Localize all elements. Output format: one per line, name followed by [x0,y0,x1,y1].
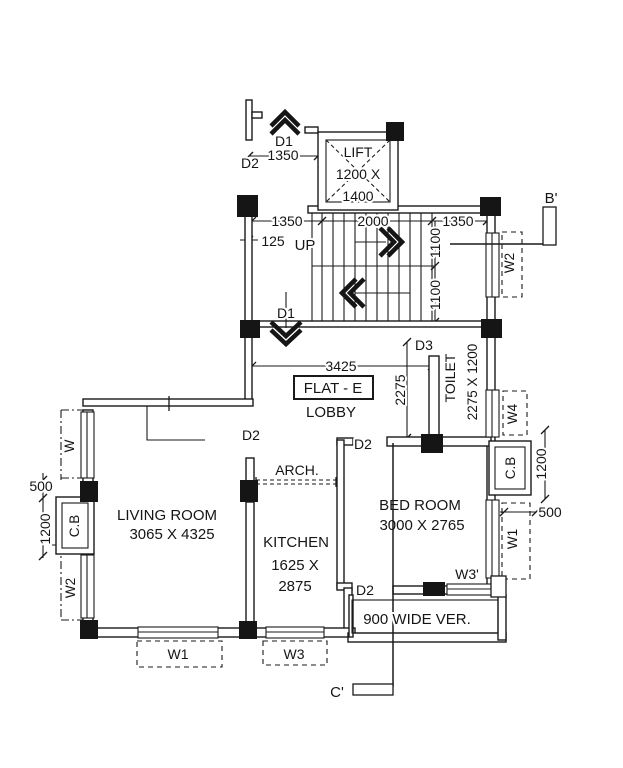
door-d2-living-label: D2 [242,427,260,443]
window-w3-veranda-label: W3' [455,566,479,582]
kitchen-left-wall [245,501,255,624]
window-w4-label: W4 [505,403,520,424]
dim-stair-left-1350: 1350 [271,213,302,229]
columns [80,122,507,639]
window-w2-right-label: W2 [502,253,517,273]
door-d2-bedroom-label: D2 [354,436,372,452]
entry-jamb-wall [245,99,253,141]
dim-1100-upper: 1100 [427,228,443,258]
lift-size-1: 1200 X [336,166,381,182]
living-room-size: 3065 X 4325 [129,526,214,543]
kitchen-name: KITCHEN [263,534,329,551]
arch-label: ARCH. [275,462,319,478]
veranda-label: 900 WIDE VER. [363,611,471,628]
section-c-flag [352,683,394,696]
dim-125: 125 [261,233,285,249]
dim-left-1200: 1200 [37,513,53,544]
section-b-flag [542,206,557,246]
flat-title-box [293,375,374,400]
labels: D1 1350 D2 LIFT 1200 X 1400 1350 2000 13… [27,131,564,703]
door-d2-top-label: D2 [241,155,259,171]
window-w3-bottom-label: W3 [284,646,305,662]
lift-shaft [317,131,399,211]
staircase [311,213,435,321]
door-d1-stair-label: D1 [277,305,295,321]
entry-direction-arrows [269,108,303,348]
left-lobby-wall-lower [244,335,253,404]
dim-left-500: 500 [29,478,53,494]
windows [80,232,500,639]
window-w-label: W [62,439,77,452]
dim-right-500: 500 [538,504,562,520]
living-top-wall [82,398,254,407]
window-w1-right-label: W1 [505,529,520,549]
lift-name: LIFT [344,144,373,160]
dim-right-1200: 1200 [533,448,549,479]
veranda-floor [351,599,499,634]
door-d3-label: D3 [415,337,433,353]
cupboard-right-label: C.B [503,457,518,480]
w4-projection [502,390,528,436]
d1-down-arrow-icon [269,320,303,340]
bedroom-name: BED ROOM [379,497,461,514]
corner-column-hollow [490,575,507,598]
door-d1-top-label: D1 [275,133,293,149]
cupboard-right [488,440,532,496]
section-c-label: C' [330,684,344,701]
window-projection-dashes [52,231,531,668]
lift-size-2: 1400 [342,188,373,204]
door-d2-veranda-label: D2 [356,582,374,598]
d1-up-arrow-icon [269,108,301,128]
lobby-label: LOBBY [306,404,356,421]
stairs-up-label: UP [295,237,316,254]
dim-1100-lower: 1100 [427,280,443,310]
dim-2275: 2275 [392,374,408,405]
left-lobby-wall-upper [244,213,253,323]
arch-left-jamb [245,457,255,483]
living-room-name: LIVING ROOM [117,507,217,524]
bedroom-size: 3000 X 2765 [379,517,464,534]
toilet-name: TOILET [442,353,458,402]
arch-opening [255,477,337,487]
kitchen-size-1: 1625 X [271,557,319,574]
kitchen-size-2: 2875 [278,578,311,595]
veranda-bottom-wall [347,632,507,643]
stair-bottom-slab [252,320,498,328]
w3-bottom-projection [262,640,328,666]
w2-right-projection [501,231,523,298]
kitchen-right-wall [336,439,345,589]
section-markers [352,206,557,696]
toilet-left-wall [428,355,440,439]
dim-stair-right-1350: 1350 [442,213,473,229]
flat-title: FLAT - E [304,380,363,397]
veranda-right-wall [497,594,507,641]
w1-right-projection [501,502,531,580]
stair-down-arrow-icon [338,277,358,309]
toilet-size: 2275 X 1200 [465,344,480,421]
stair-up-arrow-icon [378,226,398,258]
window-w1-bottom-label: W1 [168,646,189,662]
living-door-swing [146,406,205,441]
cupboard-left-label: C.B [67,515,82,538]
window-w2-left-label: W2 [63,578,78,598]
w1-bottom-projection [136,640,223,668]
dim-entry-1350: 1350 [267,147,298,163]
cupboards [55,440,532,555]
dim-3425: 3425 [325,358,356,374]
veranda-left-wall [348,594,354,638]
section-b-label: B' [545,190,558,207]
dim-stair-2000: 2000 [357,213,388,229]
